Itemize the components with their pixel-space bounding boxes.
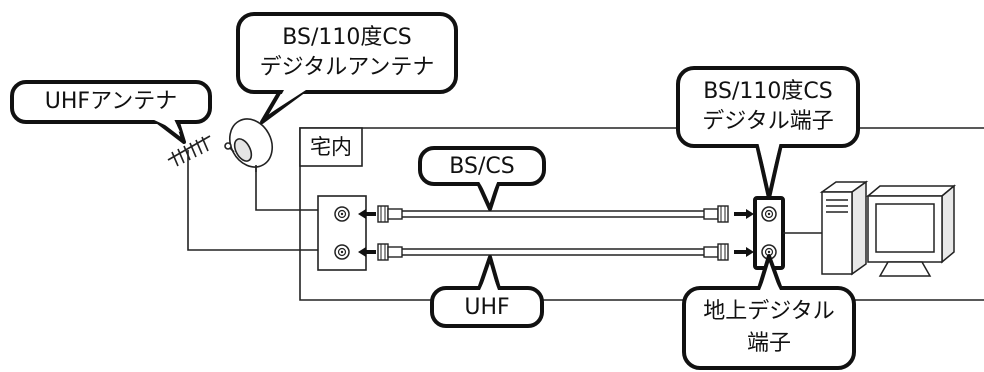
callout-uhf-cable: UHF xyxy=(430,255,544,328)
callout-terrestrial-line2: 端子 xyxy=(747,331,791,356)
callout-terrestrial-terminal: 地上デジタル 端子 xyxy=(682,254,856,370)
device-terminal-panel xyxy=(753,196,822,270)
callout-uhf-text: UHF xyxy=(464,295,509,320)
callout-bs-antenna-line1: BS/110度CS xyxy=(282,25,411,50)
tv-monitor-icon xyxy=(865,184,957,277)
yagi-antenna-icon xyxy=(167,135,211,167)
callout-bs-terminal-line1: BS/110度CS xyxy=(703,79,832,104)
callout-bs-antenna: BS/110度CS デジタルアンテナ xyxy=(236,12,458,124)
coaxial-cables xyxy=(402,210,704,256)
callout-bs-antenna-line2: デジタルアンテナ xyxy=(260,55,435,80)
room-label: 宅内 xyxy=(310,135,352,159)
recorder-tower-icon xyxy=(819,180,869,276)
callout-bs-terminal-line2: デジタル端子 xyxy=(702,109,834,134)
antenna-feed-lines xyxy=(187,150,318,251)
callout-uhf-antenna-text: UHFアンテナ xyxy=(45,89,177,114)
callout-uhf-antenna: UHFアンテナ xyxy=(10,80,212,144)
outlet-side-connectors xyxy=(358,205,403,261)
room-boundary: 宅内 xyxy=(299,127,984,301)
wall-outlet-icon xyxy=(317,195,367,271)
callout-bs-terminal: BS/110度CS デジタル端子 xyxy=(676,66,860,200)
satellite-dish-icon xyxy=(224,118,274,172)
callout-bs-cs-cable: BS/CS xyxy=(418,146,546,211)
device-side-connectors xyxy=(703,205,754,261)
callout-terrestrial-line1: 地上デジタル xyxy=(703,299,835,324)
callout-bs-cs-text: BS/CS xyxy=(449,154,514,179)
